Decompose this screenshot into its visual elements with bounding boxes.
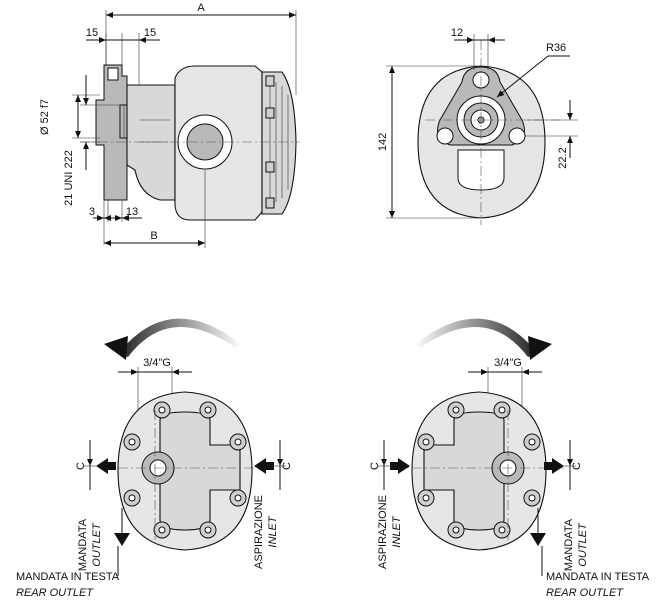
rear-outlet-label-en-right: REAR OUTLET bbox=[546, 587, 624, 599]
dim-22-2: 22.2 bbox=[557, 147, 569, 168]
inlet-label-right: ASPIRAZIONE bbox=[377, 495, 389, 569]
dim-3: 3 bbox=[89, 206, 95, 218]
dim-c-right-1: C bbox=[369, 462, 381, 470]
dim-c-left-2: C bbox=[281, 462, 293, 470]
dim-c-left-1: C bbox=[75, 462, 87, 470]
dim-13: 13 bbox=[126, 206, 138, 218]
dim-15-right: 15 bbox=[144, 27, 156, 39]
front-bolt-hole-right bbox=[508, 127, 526, 145]
dim-b-label: B bbox=[150, 230, 157, 242]
rear-outlet-label-left: MANDATA IN TESTA bbox=[16, 571, 120, 583]
rotation-arrow-cw bbox=[414, 318, 538, 357]
front-cover bbox=[126, 84, 176, 201]
outlet-label-left: MANDATA bbox=[77, 518, 89, 571]
rotation-arrow-ccw bbox=[118, 318, 242, 357]
dim-12: 12 bbox=[451, 27, 463, 39]
outlet-label-en-right: OUTLET bbox=[577, 522, 589, 567]
dim-15-left: 15 bbox=[86, 27, 98, 39]
outlet-label-right: MANDATA bbox=[563, 518, 575, 571]
front-view: 12 R36 142 22.2 bbox=[377, 27, 578, 225]
shaft-diameter: Ø 52 f7 bbox=[39, 99, 51, 135]
front-bolt-hole-left bbox=[436, 127, 454, 145]
outlet-label-en-left: OUTLET bbox=[91, 522, 103, 567]
rear-view-right: 3/4"G C C bbox=[369, 318, 650, 599]
rear-cover bbox=[261, 71, 297, 215]
inlet-label-en-right: INLET bbox=[391, 515, 403, 547]
dim-c-right-2: C bbox=[571, 462, 583, 470]
rear-outlet-arrow-right bbox=[530, 533, 546, 546]
port-size-left: 3/4"G bbox=[143, 357, 171, 369]
rear-outlet-label-right: MANDATA IN TESTA bbox=[546, 571, 650, 583]
port-size-right: 3/4"G bbox=[494, 357, 522, 369]
rear-view-left: 3/4"G C C bbox=[16, 318, 293, 599]
dim-a-label: A bbox=[197, 2, 205, 14]
inlet-arrow-right bbox=[390, 458, 410, 474]
inlet-label-left: ASPIRAZIONE bbox=[253, 495, 265, 569]
radius-r36: R36 bbox=[546, 42, 566, 54]
rear-outlet-label-en-left: REAR OUTLET bbox=[16, 587, 94, 599]
rear-outlet-arrow-left bbox=[114, 533, 130, 546]
inlet-arrow-left bbox=[254, 458, 274, 474]
side-view: A 15 15 bbox=[39, 2, 300, 248]
outlet-arrow-right bbox=[544, 458, 564, 474]
inlet-label-en-left: INLET bbox=[267, 515, 279, 547]
dim-142: 142 bbox=[377, 133, 389, 151]
spline-spec: 21 UNI 222 bbox=[63, 150, 75, 206]
outlet-arrow-left bbox=[96, 458, 116, 474]
